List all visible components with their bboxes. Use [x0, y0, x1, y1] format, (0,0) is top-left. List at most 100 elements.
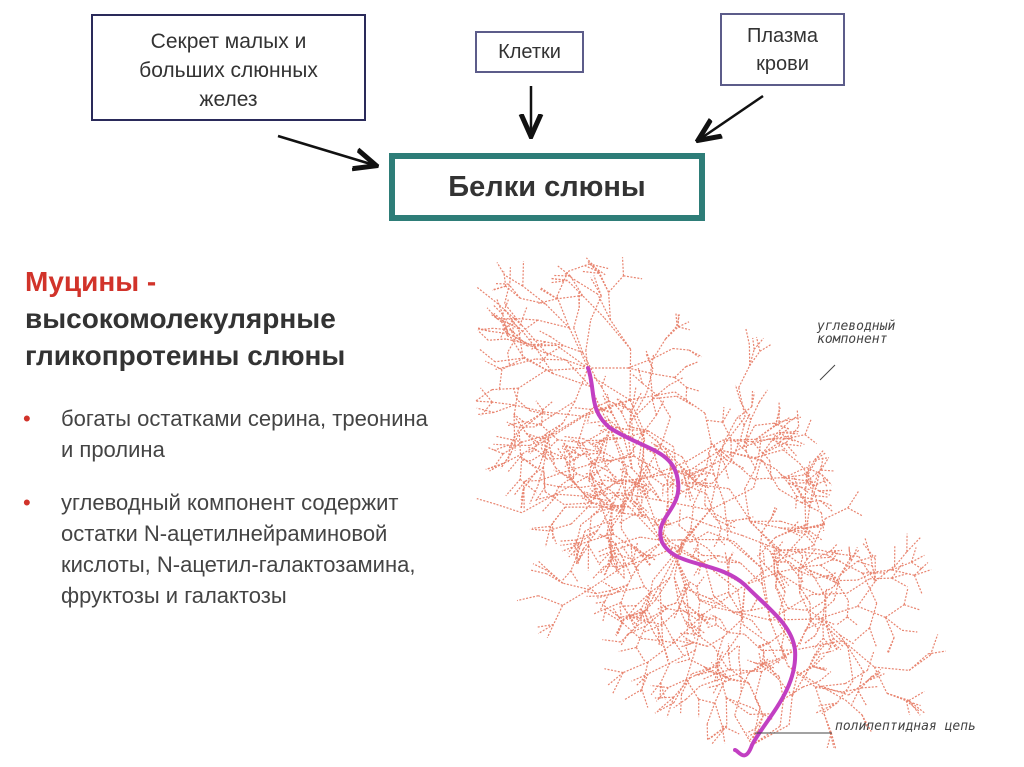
carbohydrate-branch-segment [689, 350, 702, 357]
carbohydrate-branch-segment [707, 685, 717, 688]
bullet-text: углеводный компонент содержит остатки N-… [61, 487, 428, 611]
carbohydrate-branch-segment [630, 349, 631, 400]
carbohydrate-branch-segment [653, 396, 677, 399]
carbohydrate-branch-segment [855, 628, 870, 641]
carbohydrate-branch-segment [686, 440, 723, 462]
carbohydrate-branch-segment [508, 352, 510, 366]
carbohydrate-branch-segment [815, 576, 827, 579]
carbohydrate-branch-segment [791, 439, 805, 445]
carbohydrate-branch-segment [653, 548, 680, 580]
carbohydrate-branch-segment [805, 419, 811, 435]
bullet-item-carbohydrates: • углеводный компонент содержит остатки … [23, 487, 428, 611]
carbohydrate-branch-segment [693, 643, 707, 647]
carbohydrate-branch-segment [788, 608, 809, 610]
carbohydrate-branch-segment [517, 596, 538, 601]
carbohydrate-branch-segment [858, 561, 874, 566]
carbohydrate-branch-segment [509, 284, 521, 298]
carbohydrate-branch-segment [616, 619, 624, 636]
carbohydrate-branch-segment [729, 489, 751, 522]
carbohydrate-branch-segment [729, 654, 731, 669]
carbohydrate-branch-segment [661, 417, 670, 445]
carbohydrate-branch-segment [477, 412, 494, 414]
carbohydrate-branch-segment [797, 667, 813, 676]
carbohydrate-branch-segment [719, 562, 741, 563]
carbohydrate-branch-segment [804, 549, 807, 560]
carbohydrate-branch-segment [654, 349, 673, 359]
carbohydrate-branch-segment [622, 412, 629, 426]
carbohydrate-branch-segment [596, 591, 611, 594]
carbohydrate-branch-segment [740, 613, 770, 620]
carbohydrate-branch-segment [756, 426, 776, 440]
carbohydrate-branch-segment [622, 622, 640, 638]
carbohydrate-branch-segment [671, 469, 673, 484]
carbohydrate-branch-segment [752, 391, 753, 407]
carbohydrate-branch-segment [851, 547, 857, 561]
carbohydrate-branch-segment [768, 643, 779, 664]
carbohydrate-branch-segment [624, 689, 642, 700]
carbohydrate-branch-segment [830, 640, 841, 650]
carbohydrate-branch-segment [769, 439, 791, 440]
carbohydrate-branch-segment [561, 540, 577, 541]
carbohydrate-branch-segment [603, 609, 606, 623]
carbohydrate-branch-segment [800, 630, 805, 645]
carbohydrate-branch-segment [726, 698, 727, 726]
carbohydrate-branch-segment [691, 504, 694, 528]
carbohydrate-branch-segment [789, 696, 792, 725]
carbohydrate-branch-segment [739, 366, 750, 388]
carbohydrate-branch-segment [631, 544, 642, 555]
carbohydrate-branch-segment [521, 489, 523, 508]
carbohydrate-branch-segment [540, 331, 551, 337]
carbohydrate-branch-segment [546, 423, 563, 434]
carbohydrate-branch-segment [521, 460, 531, 461]
polypeptide-chain-label: полипептидная цепь [835, 720, 985, 733]
carbohydrate-branch-segment [821, 565, 832, 574]
carbohydrate-branch-segment [699, 699, 716, 703]
carbohydrate-branch-segment [621, 625, 639, 643]
carbohydrate-branch-segment [607, 394, 612, 412]
carbohydrate-branch-segment [831, 544, 838, 552]
carbohydrate-branch-segment [681, 694, 682, 713]
carbohydrate-branch-segment [551, 281, 568, 283]
carbohydrate-branch-segment [636, 674, 648, 686]
carbohydrate-branch-segment [627, 474, 635, 483]
carbohydrate-branch-segment [813, 519, 825, 546]
carbohydrate-branch-segment [647, 610, 658, 629]
carbohydrate-branch-segment [587, 409, 591, 423]
carbohydrate-branch-segment [475, 401, 492, 402]
carbohydrate-branch-segment [815, 496, 819, 510]
carbohydrate-branch-segment [648, 643, 674, 663]
carbohydrate-branch-segment [655, 374, 674, 377]
carbohydrate-branch-segment [493, 328, 511, 330]
carbohydrate-branch-segment [815, 496, 827, 497]
carbohydrate-branch-segment [538, 320, 570, 328]
bullet-item-amino-acids: • богаты остатками серина, треонина и пр… [23, 403, 428, 465]
carbohydrate-branch-segment [487, 464, 503, 470]
carbohydrate-branch-segment [654, 339, 666, 359]
carbohydrate-branch-segment [651, 683, 661, 695]
carbohydrate-branch-segment [546, 368, 588, 371]
carbohydrate-branch-segment [623, 257, 624, 276]
carbohydrate-branch-segment [748, 666, 761, 674]
carbohydrate-branch-segment [666, 327, 679, 339]
carbohydrate-branch-segment [494, 445, 509, 450]
carbohydrate-branch-segment [728, 519, 742, 521]
carbohydrate-branch-segment [515, 436, 516, 451]
carbohydrate-branch-segment [495, 504, 521, 513]
carbohydrate-branch-segment [662, 608, 679, 625]
carbohydrate-branch-segment [620, 604, 622, 622]
carbohydrate-branch-segment [870, 603, 877, 628]
carbohydrate-branch-segment [834, 575, 840, 600]
carbohydrate-branch-segment [675, 367, 686, 378]
carbohydrate-branch-segment [550, 337, 563, 346]
carbohydrate-branch-segment [746, 328, 750, 345]
carbohydrate-branch-segment [562, 571, 571, 582]
carbohydrate-branch-segment [827, 576, 836, 578]
carbohydrate-branch-segment [622, 606, 637, 607]
carbohydrate-branch-segment [687, 387, 700, 391]
carbohydrate-branch-segment [771, 508, 777, 519]
carbohydrate-branch-segment [786, 444, 801, 446]
carbohydrate-branch-segment [800, 593, 812, 620]
carbohydrate-branch-segment [675, 378, 687, 388]
carbohydrate-branch-segment [809, 601, 824, 610]
carbohydrate-branch-segment [524, 467, 539, 488]
